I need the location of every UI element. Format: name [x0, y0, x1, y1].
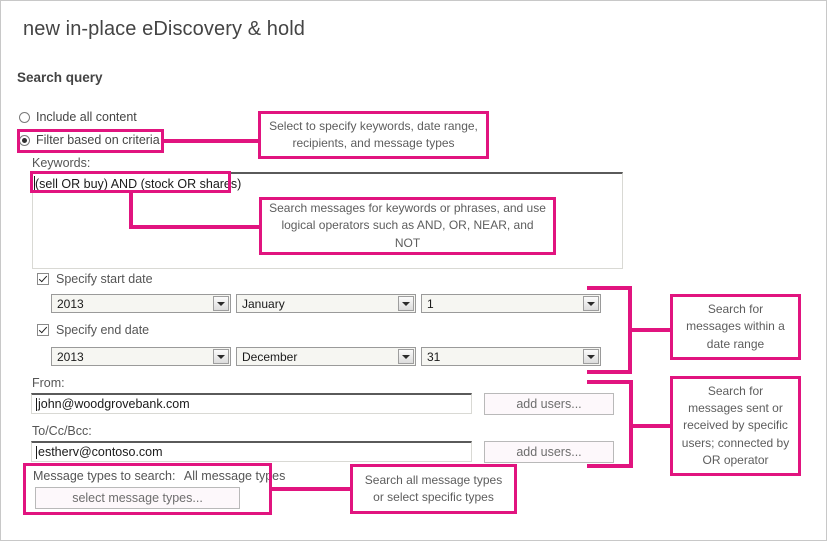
callout-message-types: Search all message types or select speci… — [350, 464, 517, 514]
chevron-down-icon[interactable] — [583, 296, 599, 311]
bracket-date-right — [628, 286, 632, 374]
start-date-year-value: 2013 — [57, 296, 84, 311]
to-cc-bcc-input[interactable]: estherv@contoso.com — [31, 441, 472, 462]
message-types-value: All message types — [183, 469, 286, 483]
radio-filter-based-on-criteria[interactable]: Filter based on criteria — [19, 133, 160, 147]
bracket-date-bottom — [587, 370, 632, 374]
checkbox-specify-start-date[interactable]: Specify start date — [37, 272, 153, 286]
to-cc-bcc-value: estherv@contoso.com — [38, 445, 163, 459]
to-cc-bcc-caret — [36, 445, 37, 459]
from-value: john@woodgrovebank.com — [38, 397, 190, 411]
from-caret — [36, 397, 37, 411]
start-date-month-select[interactable]: January — [236, 294, 416, 313]
page-title: new in-place eDiscovery & hold — [23, 18, 306, 40]
keywords-value: (sell OR buy) AND (stock OR shares) — [35, 177, 242, 191]
connector-date-range — [632, 328, 672, 332]
end-date-day-select[interactable]: 31 — [421, 347, 601, 366]
checkbox-specify-end-date[interactable]: Specify end date — [37, 323, 149, 337]
checkbox-specify-start-date-indicator[interactable] — [37, 273, 49, 285]
radio-include-all-content[interactable]: Include all content — [19, 110, 137, 124]
callout-filter-criteria: Select to specify keywords, date range, … — [258, 111, 489, 159]
from-label: From: — [32, 376, 65, 390]
keywords-caret — [34, 176, 35, 190]
chevron-down-icon[interactable] — [398, 296, 414, 311]
chevron-down-icon[interactable] — [213, 349, 229, 364]
to-cc-bcc-add-users-button[interactable]: add users... — [484, 441, 614, 463]
keywords-label: Keywords: — [32, 156, 91, 170]
select-message-types-button[interactable]: select message types... — [35, 487, 240, 509]
section-title-search-query: Search query — [17, 70, 103, 85]
chevron-down-icon[interactable] — [583, 349, 599, 364]
message-types-label: Message types to search: All message typ… — [33, 469, 285, 483]
callout-users: Search for messages sent or received by … — [670, 376, 801, 476]
connector-users — [633, 424, 672, 428]
bracket-users-top — [587, 380, 633, 384]
end-date-day-value: 31 — [427, 349, 441, 364]
checkbox-specify-end-date-indicator[interactable] — [37, 324, 49, 336]
highlight-message-types — [23, 463, 272, 515]
callout-date-range: Search for messages within a date range — [670, 294, 801, 360]
from-add-users-button[interactable]: add users... — [484, 393, 614, 415]
from-input[interactable]: john@woodgrovebank.com — [31, 393, 472, 414]
chevron-down-icon[interactable] — [398, 349, 414, 364]
checkbox-specify-start-date-label: Specify start date — [56, 272, 153, 286]
start-date-year-select[interactable]: 2013 — [51, 294, 231, 313]
chevron-down-icon[interactable] — [213, 296, 229, 311]
connector-filter-criteria — [164, 139, 260, 143]
end-date-year-value: 2013 — [57, 349, 84, 364]
highlight-keywords — [30, 171, 231, 193]
checkbox-specify-end-date-label: Specify end date — [56, 323, 150, 337]
start-date-month-value: January — [242, 296, 285, 311]
start-date-day-value: 1 — [427, 296, 434, 311]
connector-keywords-horizontal — [129, 225, 262, 229]
connector-message-types — [272, 487, 351, 491]
to-cc-bcc-label: To/Cc/Bcc: — [32, 424, 92, 438]
message-types-label-text: Message types to search: — [33, 469, 176, 483]
bracket-date-top — [587, 286, 632, 290]
highlight-filter-criteria — [17, 129, 164, 153]
callout-keywords: Search messages for keywords or phrases,… — [259, 197, 556, 255]
end-date-month-select[interactable]: December — [236, 347, 416, 366]
bracket-users-bottom — [587, 464, 633, 468]
radio-include-all-content-indicator[interactable] — [19, 111, 30, 123]
start-date-day-select[interactable]: 1 — [421, 294, 601, 313]
end-date-year-select[interactable]: 2013 — [51, 347, 231, 366]
radio-filter-based-on-criteria-label: Filter based on criteria — [36, 133, 160, 147]
radio-include-all-content-label: Include all content — [36, 110, 137, 124]
end-date-month-value: December — [242, 349, 298, 364]
connector-keywords-vertical — [129, 193, 133, 229]
bracket-users-right — [629, 380, 633, 468]
